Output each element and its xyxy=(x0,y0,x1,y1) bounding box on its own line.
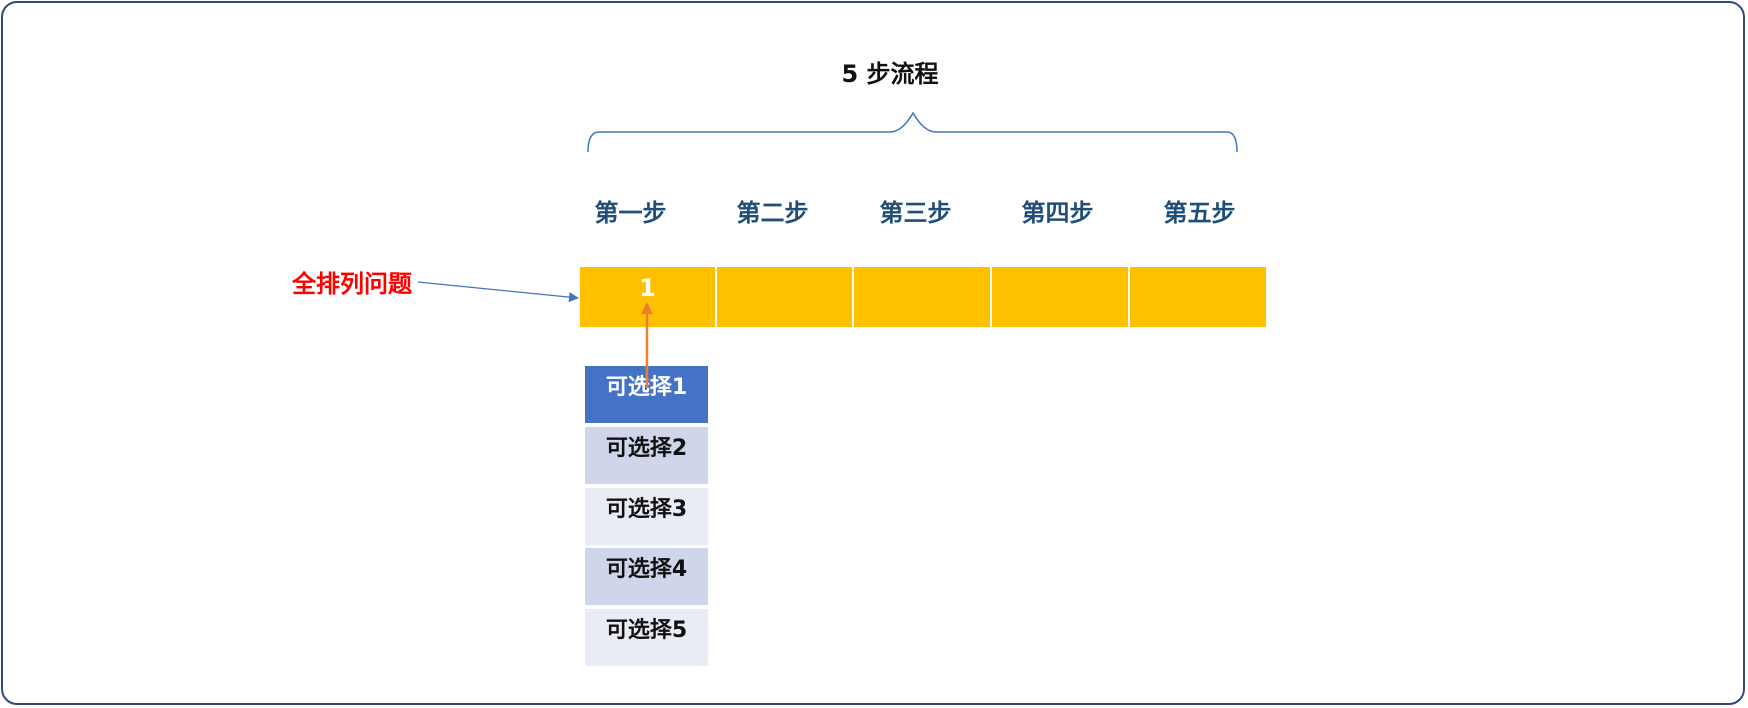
step-label-1: 第一步 xyxy=(594,199,667,227)
side-label: 全排列问题 xyxy=(292,270,412,298)
brace xyxy=(587,111,1238,153)
step-label-4: 第四步 xyxy=(1021,199,1094,227)
choice-item-3: 可选择3 xyxy=(585,488,708,545)
choice-item-5: 可选择5 xyxy=(585,609,708,666)
choice-item-4: 可选择4 xyxy=(585,548,708,605)
step-cell-3 xyxy=(854,267,990,327)
step-cell-4 xyxy=(992,267,1128,327)
diagram-title: 5 步流程 xyxy=(841,60,939,88)
step-label-5: 第五步 xyxy=(1163,199,1236,227)
step-label-2: 第二步 xyxy=(736,199,809,227)
step-cell-1: 1 xyxy=(580,267,715,327)
step-cell-2 xyxy=(717,267,852,327)
step-label-3: 第三步 xyxy=(879,199,952,227)
choice-item-2: 可选择2 xyxy=(585,427,708,484)
choice-item-1: 可选择1 xyxy=(585,366,708,423)
step-cell-5 xyxy=(1130,267,1266,327)
